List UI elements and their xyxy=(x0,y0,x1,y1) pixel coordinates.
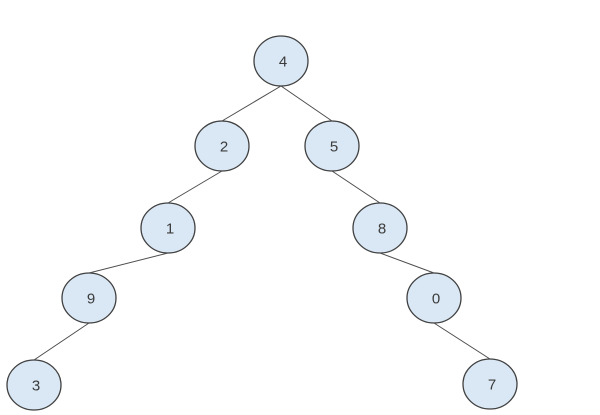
tree-node-label-2: 2 xyxy=(220,139,228,156)
tree-node-label-3: 3 xyxy=(32,378,40,395)
tree-node-label-1: 1 xyxy=(166,221,174,238)
tree-node-label-7: 7 xyxy=(488,377,496,394)
tree-edge-1-9 xyxy=(88,252,169,274)
tree-edge-5-8 xyxy=(331,170,381,204)
tree-node-label-0: 0 xyxy=(432,291,440,308)
tree-edge-9-3 xyxy=(33,322,90,361)
tree-node-label-4: 4 xyxy=(279,54,287,71)
tree-node-label-9: 9 xyxy=(87,291,95,308)
tree-node-label-8: 8 xyxy=(378,221,386,238)
tree-edge-4-2 xyxy=(221,85,282,122)
tree-edge-2-1 xyxy=(167,170,223,204)
tree-edge-8-0 xyxy=(379,252,435,274)
tree-node-label-5: 5 xyxy=(330,139,338,156)
tree-edge-0-7 xyxy=(433,322,491,360)
tree-edge-4-5 xyxy=(280,85,333,122)
